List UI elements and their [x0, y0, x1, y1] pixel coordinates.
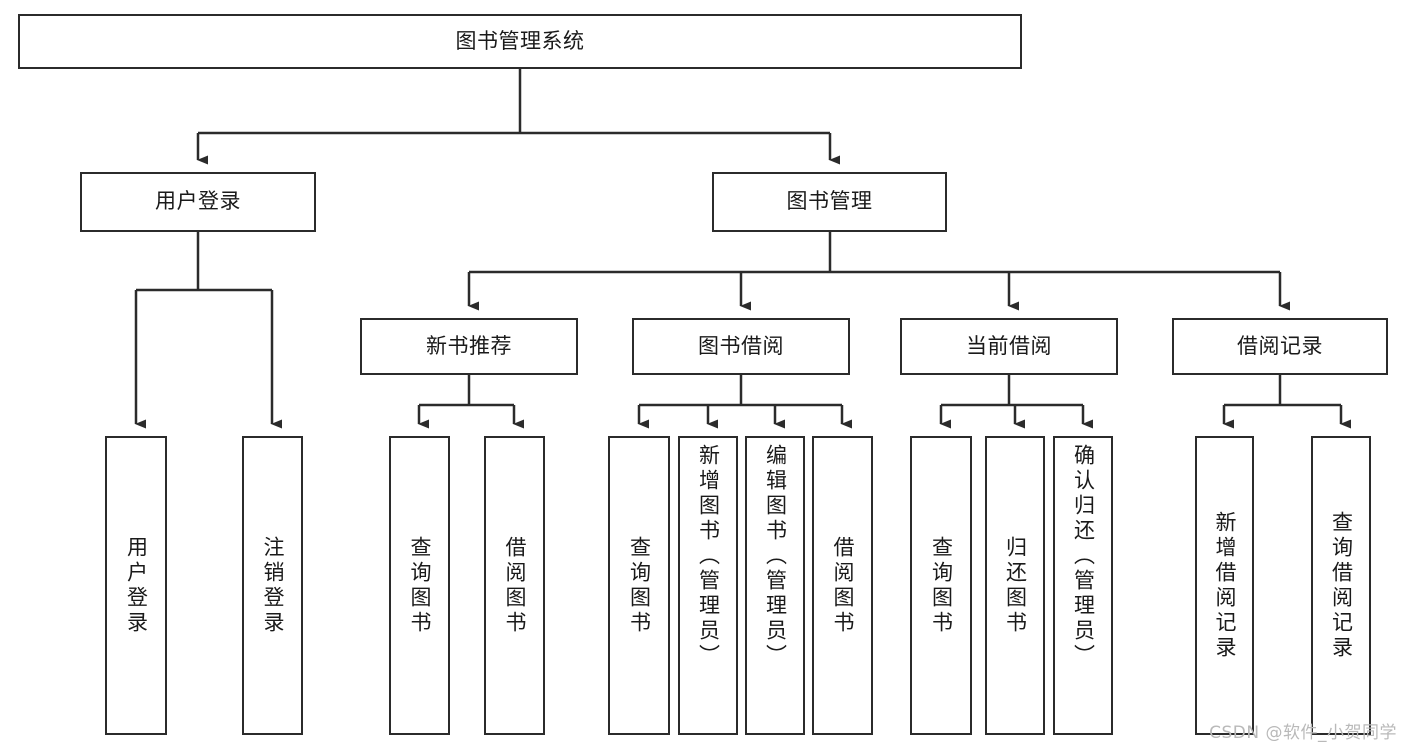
- leaf-query-book-current[interactable]: 查询图书: [910, 436, 972, 735]
- node-book-manage-label: 图书管理: [786, 189, 873, 214]
- leaf-borrow-book-label: 借阅图书: [831, 535, 855, 636]
- leaf-query-book-rec[interactable]: 查询图书: [389, 436, 450, 735]
- node-book-borrow[interactable]: 图书借阅: [632, 318, 850, 375]
- leaf-return-book[interactable]: 归还图书: [985, 436, 1045, 735]
- node-borrow-record[interactable]: 借阅记录: [1172, 318, 1388, 375]
- node-borrow-record-label: 借阅记录: [1237, 333, 1323, 358]
- node-book-manage[interactable]: 图书管理: [712, 172, 947, 232]
- leaf-user-login[interactable]: 用户登录: [105, 436, 167, 735]
- leaf-query-book-rec-label: 查询图书: [408, 535, 432, 636]
- node-root-label: 图书管理系统: [455, 28, 585, 53]
- node-user-login[interactable]: 用户登录: [80, 172, 316, 232]
- leaf-confirm-return-admin[interactable]: 确认归还（管理员）: [1053, 436, 1113, 735]
- leaf-query-book-borrow-label: 查询图书: [627, 535, 652, 636]
- leaf-query-borrow-record[interactable]: 查询借阅记录: [1311, 436, 1371, 735]
- node-root[interactable]: 图书管理系统: [18, 14, 1022, 69]
- leaf-query-book-borrow[interactable]: 查询图书: [608, 436, 670, 735]
- leaf-add-book-admin[interactable]: 新增图书（管理员）: [678, 436, 738, 735]
- node-current-borrow[interactable]: 当前借阅: [900, 318, 1118, 375]
- leaf-borrow-book-rec[interactable]: 借阅图书: [484, 436, 545, 735]
- leaf-add-borrow-record[interactable]: 新增借阅记录: [1195, 436, 1254, 735]
- leaf-borrow-book-rec-label: 借阅图书: [503, 535, 527, 636]
- leaf-add-borrow-record-label: 新增借阅记录: [1213, 510, 1237, 661]
- leaf-add-book-admin-label: 新增图书（管理员）: [696, 444, 721, 669]
- leaf-query-book-current-label: 查询图书: [929, 535, 954, 636]
- leaf-user-logout[interactable]: 注销登录: [242, 436, 303, 735]
- leaf-user-logout-label: 注销登录: [261, 535, 285, 636]
- node-current-borrow-label: 当前借阅: [966, 333, 1052, 358]
- node-user-login-label: 用户登录: [155, 189, 241, 214]
- leaf-edit-book-admin[interactable]: 编辑图书（管理员）: [745, 436, 805, 735]
- leaf-user-login-label: 用户登录: [124, 535, 149, 636]
- node-new-book-recommend-label: 新书推荐: [426, 333, 512, 358]
- leaf-confirm-return-admin-label: 确认归还（管理员）: [1071, 444, 1096, 669]
- leaf-return-book-label: 归还图书: [1003, 535, 1028, 636]
- leaf-query-borrow-record-label: 查询借阅记录: [1329, 510, 1354, 661]
- leaf-edit-book-admin-label: 编辑图书（管理员）: [763, 444, 788, 669]
- leaf-borrow-book[interactable]: 借阅图书: [812, 436, 873, 735]
- node-new-book-recommend[interactable]: 新书推荐: [360, 318, 578, 375]
- node-book-borrow-label: 图书借阅: [698, 333, 784, 358]
